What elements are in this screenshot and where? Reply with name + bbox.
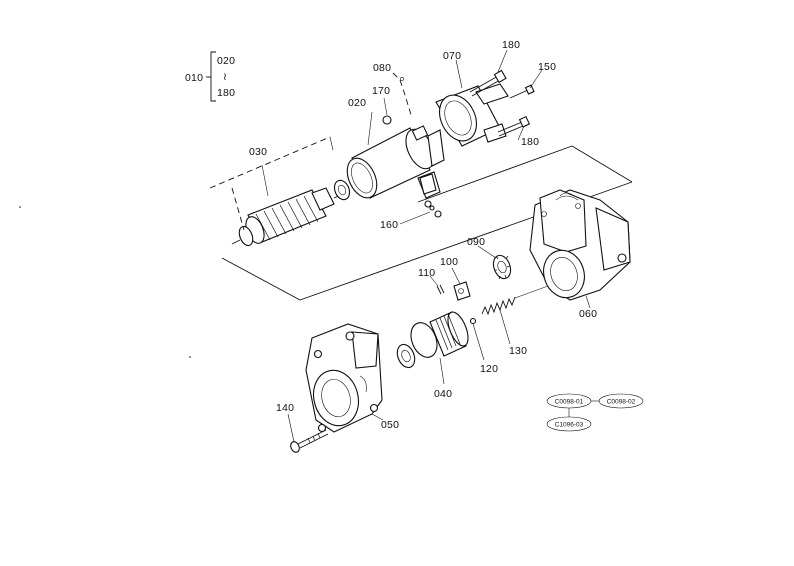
label-100: 100: [440, 256, 458, 268]
group-bracket-010: [206, 51, 216, 102]
retainer-100: [453, 281, 471, 301]
spring-to-housing-line: [514, 285, 549, 299]
leader-120: [472, 323, 485, 361]
label-080: 080: [373, 62, 391, 74]
leader-170: [383, 97, 388, 116]
armature-030: [231, 187, 349, 247]
solenoid-housing-060: [529, 189, 631, 301]
label-180-top: 180: [502, 39, 520, 51]
gear-090: [492, 254, 512, 280]
bearing-ring: [333, 179, 351, 201]
bolt-140: [290, 429, 329, 453]
rear-bracket-070: [435, 83, 509, 147]
terminal-parts-160: [419, 173, 442, 218]
pin-110: [436, 284, 445, 295]
clutch-pinion-040: [396, 311, 469, 369]
label-140: 140: [276, 402, 294, 414]
leader-140: [287, 413, 295, 443]
label-040: 040: [434, 388, 452, 400]
screw-170: [382, 115, 392, 125]
leader-060: [585, 295, 591, 309]
label-060: 060: [579, 308, 597, 320]
spring-130: [481, 296, 516, 316]
label-070: 070: [443, 50, 461, 62]
label-160: 160: [380, 219, 398, 231]
leader-150: [529, 69, 543, 89]
label-020: 020: [348, 97, 366, 109]
leader-040: [439, 357, 445, 385]
leader-100: [451, 267, 461, 285]
leader-130: [499, 309, 511, 345]
through-bolt-180-top: [469, 69, 507, 97]
speck: [19, 206, 21, 208]
label-050: 050: [381, 419, 399, 431]
leader-110: [429, 275, 439, 287]
screw-150: [509, 84, 535, 99]
label-170: 170: [372, 85, 390, 97]
reference-legend: [546, 393, 644, 432]
label-010: 010: [185, 72, 203, 84]
label-030: 030: [249, 146, 267, 158]
leader-180-lower: [517, 125, 525, 141]
leader-080: [392, 72, 413, 119]
ref-code-3: C1096-03: [555, 422, 584, 429]
leader-030-a: [231, 187, 245, 231]
label-110: 110: [418, 267, 435, 279]
drive-housing-050: [305, 323, 383, 433]
label-150: 150: [538, 61, 556, 73]
ref-code-2: C0098-02: [607, 399, 636, 406]
bearing-bore: [337, 184, 347, 196]
label-range-mark: ≀: [223, 71, 227, 83]
label-090: 090: [467, 236, 485, 248]
label-120: 120: [480, 363, 498, 375]
label-180-lower: 180: [521, 136, 539, 148]
leader-180-top: [497, 49, 508, 73]
label-130: 130: [509, 345, 527, 357]
speck: [189, 356, 191, 358]
leader-030: [261, 164, 269, 197]
ref-code-1: C0098-01: [555, 399, 584, 406]
leader-050: [371, 413, 384, 421]
ball-120: [469, 317, 477, 325]
leader-070: [455, 59, 463, 89]
leader-160: [399, 211, 431, 225]
leader-020: [367, 111, 373, 146]
leader-090: [477, 245, 497, 259]
label-020-range-start: 020: [217, 55, 235, 67]
label-180-range-end: 180: [217, 87, 235, 99]
screw-080: [400, 77, 404, 81]
through-bolt-180-lower: [497, 115, 531, 137]
